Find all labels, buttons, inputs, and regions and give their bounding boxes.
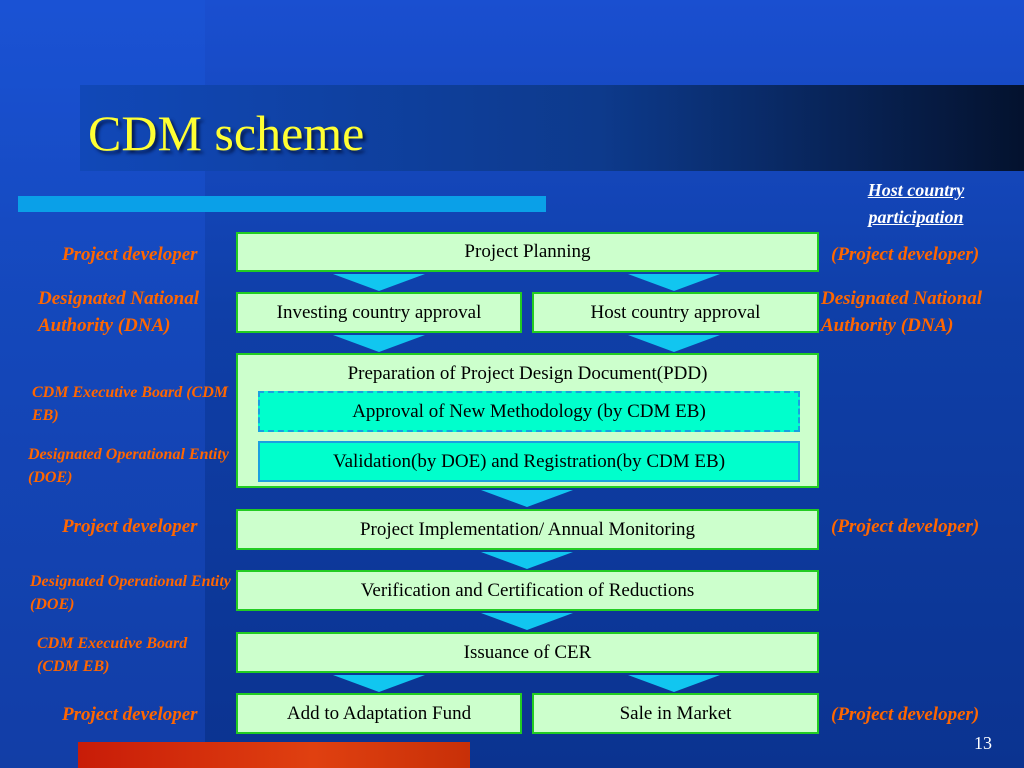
verification-box: Verification and Certification of Reduct… (236, 570, 819, 611)
host-country-approval-box: Host country approval (532, 292, 819, 333)
arrow-down-icon (333, 335, 425, 352)
issuance-cer-box: Issuance of CER (236, 632, 819, 673)
role-cdm-eb: CDM Executive Board (CDM EB) (37, 635, 188, 675)
adaptation-fund-box: Add to Adaptation Fund (236, 693, 522, 734)
role-dna: Designated National Authority (DNA) (38, 288, 199, 336)
role-project-developer-right: (Project developer) (831, 704, 980, 725)
title-underline-bar (18, 196, 546, 212)
role-doe: Designated Operational Entity (DOE) (28, 446, 229, 486)
arrow-down-icon (333, 675, 425, 692)
arrow-down-icon (628, 335, 720, 352)
role-project-developer-right: (Project developer) (831, 516, 980, 537)
title-band (80, 85, 1024, 171)
validation-registration-box: Validation(by DOE) and Registration(by C… (258, 441, 800, 482)
role-project-developer: Project developer (62, 704, 198, 725)
arrow-down-icon (333, 274, 425, 291)
arrow-down-icon (481, 490, 573, 507)
role-project-developer: Project developer (62, 244, 198, 265)
page-number: 13 (974, 733, 992, 753)
sale-in-market-box: Sale in Market (532, 693, 819, 734)
host-country-participation-label: Host country participation (867, 180, 965, 227)
role-project-developer-right: (Project developer) (831, 244, 980, 265)
pdd-label: Preparation of Project Design Document(P… (347, 363, 708, 384)
pdd-group-box: Preparation of Project Design Document(P… (236, 353, 819, 488)
arrow-down-icon (481, 552, 573, 569)
footer-bar (78, 742, 470, 768)
approval-new-methodology-box: Approval of New Methodology (by CDM EB) (258, 391, 800, 432)
project-planning-box: Project Planning (236, 232, 819, 272)
project-implementation-box: Project Implementation/ Annual Monitorin… (236, 509, 819, 550)
arrow-down-icon (628, 675, 720, 692)
role-dna-right: Designated National Authority (DNA) (821, 288, 982, 336)
role-doe: Designated Operational Entity (DOE) (30, 573, 231, 613)
role-project-developer: Project developer (62, 516, 198, 537)
investing-country-approval-box: Investing country approval (236, 292, 522, 333)
arrow-down-icon (481, 613, 573, 630)
arrow-down-icon (628, 274, 720, 291)
role-cdm-eb: CDM Executive Board (CDM EB) (32, 384, 228, 424)
slide-title: CDM scheme (88, 105, 365, 161)
